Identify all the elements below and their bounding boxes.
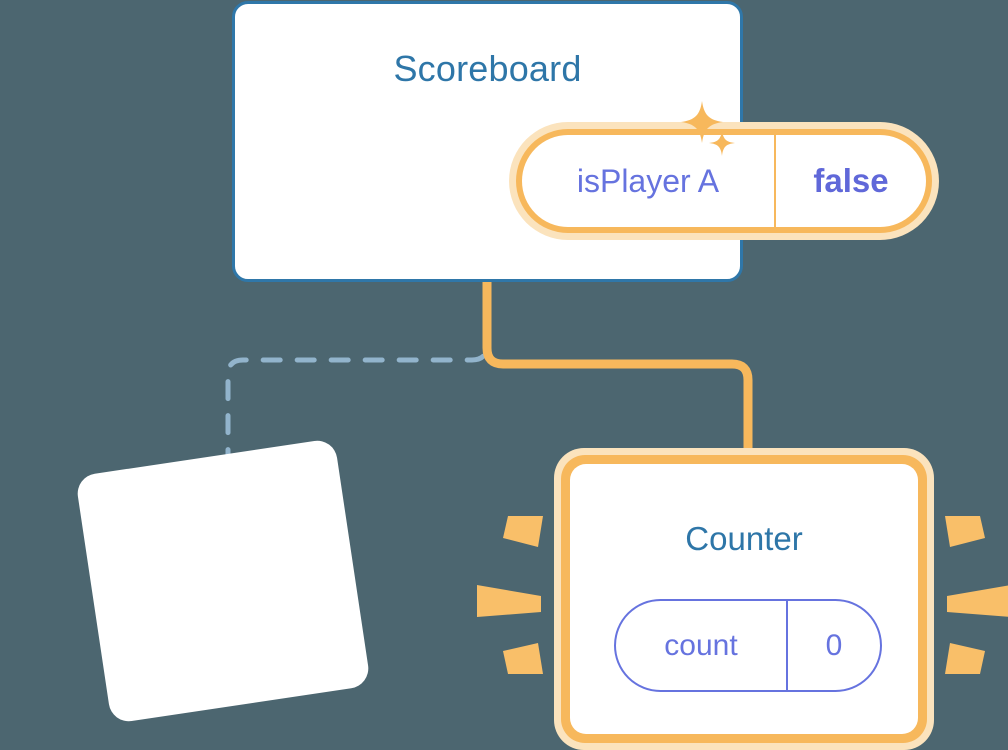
counter-card[interactable]: Counter count 0	[554, 448, 934, 750]
burst-counter-left	[477, 516, 543, 674]
scoreboard-pill-inner: isPlayer A false	[522, 135, 926, 227]
sparkle-small-icon	[709, 130, 735, 156]
connector-scoreboard-to-counter	[482, 277, 753, 475]
ray	[947, 585, 1008, 617]
counter-pill-divider	[786, 601, 788, 690]
burst-counter-right	[945, 516, 1008, 674]
ray	[503, 516, 543, 547]
scoreboard-pill-value: false	[813, 162, 889, 199]
counter-card-inner: Counter count 0	[570, 464, 918, 734]
counter-pill-key: count	[664, 628, 738, 662]
scoreboard-pill-divider	[774, 135, 776, 227]
ray	[503, 643, 543, 674]
counter-pill-value: 0	[825, 628, 843, 662]
counter-card-ring: Counter count 0	[561, 455, 927, 743]
ray	[945, 516, 985, 547]
ray	[477, 585, 541, 617]
counter-state-pill[interactable]: count 0	[614, 599, 882, 692]
ray	[945, 643, 985, 674]
scoreboard-title: Scoreboard	[393, 48, 582, 89]
sparkle-large-icon	[681, 101, 723, 143]
counter-title: Counter	[685, 520, 803, 557]
scoreboard-pill-key: isPlayer A	[576, 162, 720, 199]
